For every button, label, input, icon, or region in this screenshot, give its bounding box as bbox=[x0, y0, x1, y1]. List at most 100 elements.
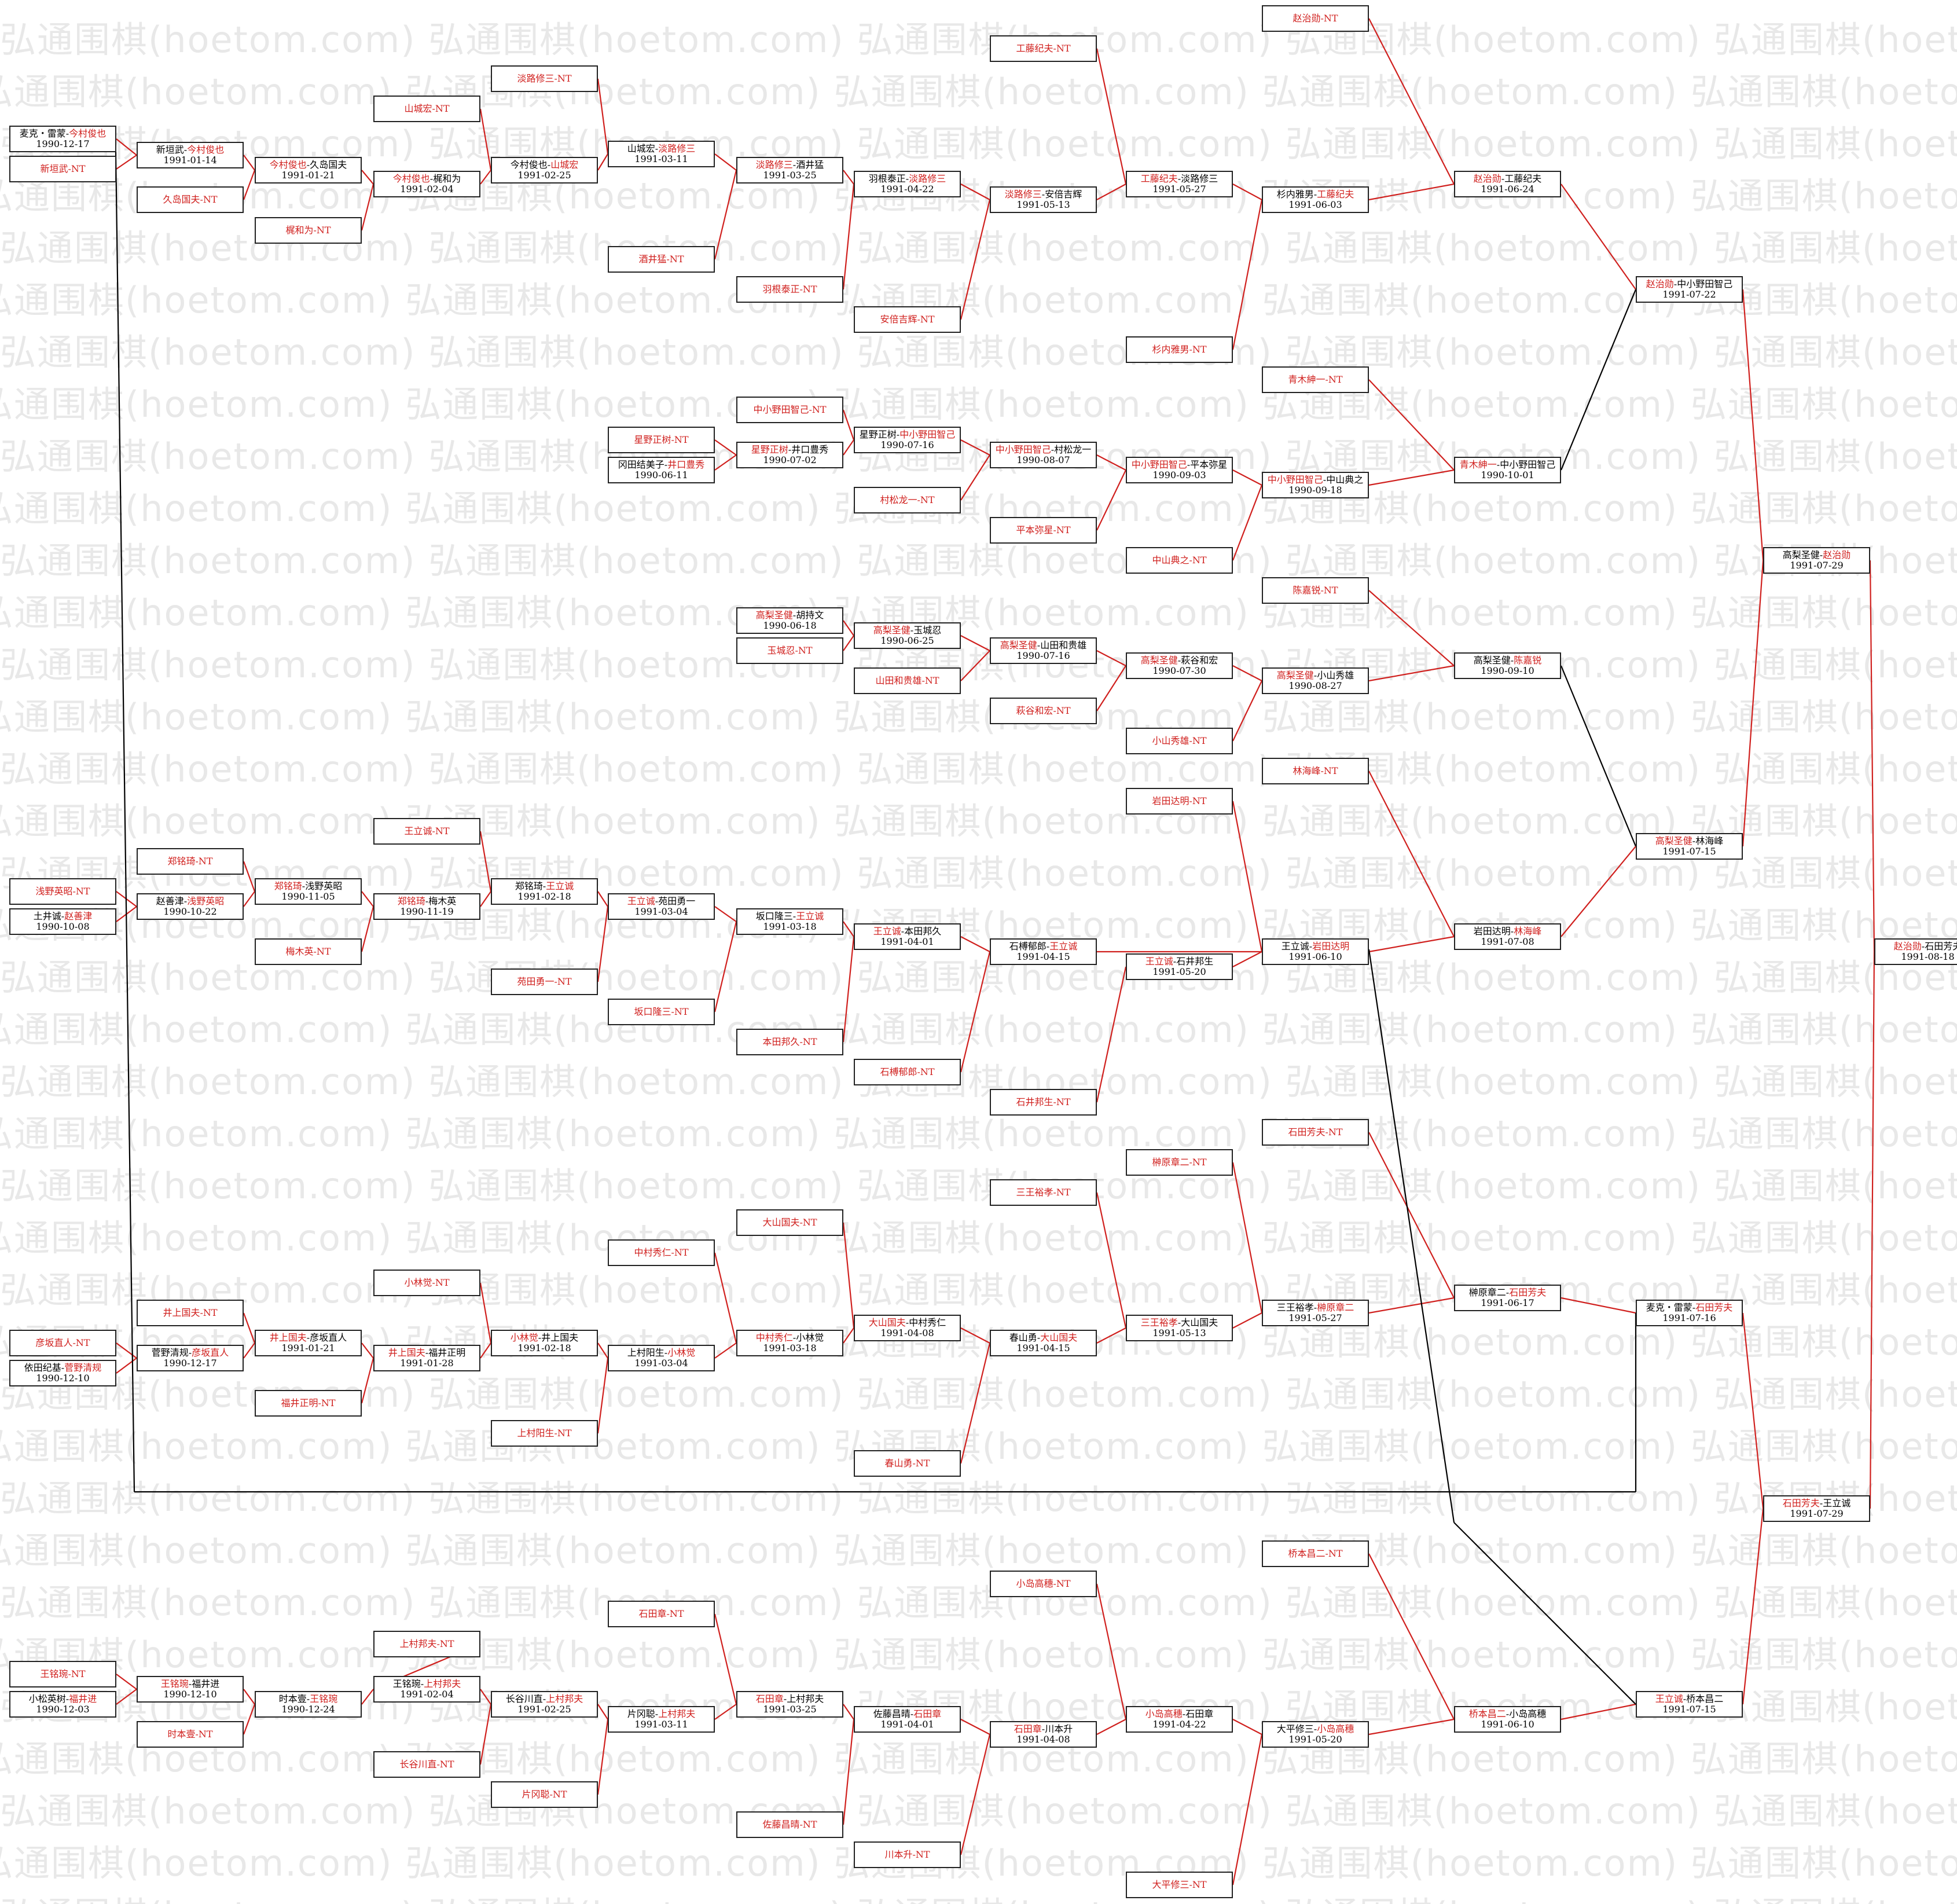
bracket-link bbox=[597, 1358, 609, 1434]
match-players: 小林觉-井上国夫 bbox=[492, 1331, 597, 1343]
bracket-link bbox=[1232, 184, 1262, 200]
match-players: 菅野清规-彦坂直人 bbox=[138, 1347, 243, 1358]
player-name-highlight: 山城宏-NT bbox=[404, 102, 450, 114]
player-name-highlight: 赵治勋 bbox=[1646, 278, 1674, 289]
match-date: 1991-04-15 bbox=[1016, 951, 1070, 962]
player-name: -小林觉 bbox=[792, 1331, 824, 1343]
player-name-highlight: 中小野田智己 bbox=[1131, 458, 1187, 470]
bracket-link bbox=[1742, 289, 1764, 561]
bracket-link bbox=[116, 1342, 137, 1359]
match-date: 1991-07-15 bbox=[1662, 1704, 1716, 1715]
match-node: 片冈聪-NT bbox=[491, 1781, 598, 1808]
match-date: 1991-02-25 bbox=[517, 1704, 571, 1715]
match-date: 1991-03-11 bbox=[634, 1719, 688, 1730]
match-node: 赵治勋-NT bbox=[1262, 5, 1369, 32]
match-date: 1990-06-25 bbox=[880, 635, 934, 646]
match-date: 1991-05-13 bbox=[1016, 199, 1070, 210]
bracket-link bbox=[1561, 846, 1636, 937]
match-players: 本田邦久-NT bbox=[737, 1036, 842, 1047]
match-date: 1990-07-16 bbox=[1016, 650, 1070, 661]
match-date: 1991-05-20 bbox=[1152, 966, 1206, 977]
bracket-link bbox=[843, 439, 854, 456]
bracket-link bbox=[1368, 1132, 1455, 1298]
player-name-highlight: 玉城忍-NT bbox=[767, 644, 813, 656]
match-players: 王铭琬-NT bbox=[10, 1668, 115, 1679]
player-name-highlight: 上村阳生-NT bbox=[517, 1427, 572, 1439]
match-players: 中小野田智己-村松龙一 bbox=[991, 443, 1096, 455]
player-name-highlight: 中小野田智己-NT bbox=[753, 403, 827, 415]
match-node: 石田芳夫-NT bbox=[1262, 1119, 1369, 1146]
match-players: 冈田结美子-井口豊秀 bbox=[609, 459, 714, 470]
bracket-link bbox=[714, 906, 737, 922]
match-players: 王立诚-石井邦生 bbox=[1127, 956, 1232, 967]
bracket-link bbox=[1232, 680, 1262, 742]
bracket-link bbox=[1232, 485, 1263, 561]
player-name-highlight: 今村俊也 bbox=[69, 127, 107, 139]
player-name: -山田和贵雄 bbox=[1037, 639, 1087, 651]
match-date: 1991-02-25 bbox=[517, 170, 571, 181]
player-name-highlight: 安倍吉辉-NT bbox=[880, 313, 935, 325]
bracket-link bbox=[243, 170, 256, 200]
player-name-highlight: 今村俊也 bbox=[269, 159, 307, 170]
bracket-link bbox=[842, 1719, 855, 1825]
match-node: 萩谷和宏-NT bbox=[990, 698, 1097, 724]
match-date: 1991-07-29 bbox=[1790, 1508, 1844, 1519]
bracket-link bbox=[1096, 1327, 1126, 1344]
player-name-highlight: 林海峰 bbox=[1514, 925, 1542, 937]
match-node: 村松龙一-NT bbox=[854, 487, 961, 513]
player-name-highlight: 石田章-NT bbox=[638, 1608, 684, 1619]
player-name: -村松龙一 bbox=[1051, 443, 1092, 455]
player-name: -玉城忍 bbox=[910, 624, 942, 636]
bracket-link bbox=[1368, 379, 1455, 471]
match-node: 淡路修三-NT bbox=[491, 65, 598, 92]
player-name: 上村阳生- bbox=[627, 1347, 668, 1358]
bracket-link bbox=[116, 1674, 137, 1690]
match-players: 桥本昌二-NT bbox=[1263, 1548, 1368, 1559]
bracket-link bbox=[1232, 469, 1262, 486]
player-name-highlight: 平本弥星-NT bbox=[1016, 524, 1071, 535]
bracket-link bbox=[1096, 1583, 1127, 1720]
match-players: 中小野田智己-中山典之 bbox=[1263, 474, 1368, 485]
bracket-link bbox=[1560, 665, 1637, 847]
match-players: 高梨圣健-陈嘉锐 bbox=[1455, 655, 1560, 666]
match-date: 1991-01-14 bbox=[163, 155, 217, 166]
match-date: 1991-06-10 bbox=[1481, 1719, 1534, 1730]
match-players: 杉内雅男-工藤纪夫 bbox=[1263, 189, 1368, 200]
match-date: 1991-06-17 bbox=[1481, 1297, 1534, 1308]
bracket-link bbox=[480, 1689, 491, 1705]
bracket-link bbox=[1368, 771, 1455, 937]
player-name: -上村邦夫 bbox=[783, 1693, 824, 1704]
bracket-link bbox=[960, 439, 990, 456]
match-players: 赵治勋-工藤纪夫 bbox=[1455, 173, 1560, 184]
bracket-link bbox=[243, 1312, 256, 1344]
match-date: 1990-09-03 bbox=[1152, 469, 1206, 480]
player-name-highlight: 彦坂直人 bbox=[192, 1347, 229, 1358]
bracket-link bbox=[1368, 1553, 1455, 1720]
match-players: 石田章-NT bbox=[609, 1608, 714, 1619]
player-name-highlight: 山田和贵雄-NT bbox=[875, 674, 939, 686]
bracket-link bbox=[960, 1719, 990, 1735]
match-players: 小岛高穗-NT bbox=[991, 1578, 1096, 1589]
match-players: 杉内雅男-NT bbox=[1127, 344, 1232, 355]
bracket-link bbox=[1368, 1718, 1455, 1736]
player-name: -小山秀雄 bbox=[1313, 669, 1354, 681]
player-name: -井上国夫 bbox=[538, 1331, 579, 1343]
player-name: -中小野田智己 bbox=[1496, 458, 1556, 470]
match-players: 三王裕孝-榊原章二 bbox=[1263, 1302, 1368, 1313]
player-name-highlight: 小林觉 bbox=[510, 1331, 538, 1343]
match-players: 高梨圣健-胡持文 bbox=[737, 610, 842, 621]
match-players: 石田章-上村邦夫 bbox=[737, 1693, 842, 1704]
match-date: 1991-01-21 bbox=[281, 170, 335, 181]
bracket-link bbox=[1232, 1312, 1262, 1329]
bracket-link bbox=[1869, 560, 1875, 952]
player-name-highlight: 高梨圣健 bbox=[1000, 639, 1037, 651]
player-name-highlight: 星野正树 bbox=[751, 443, 788, 455]
match-players: 桥本昌二-小岛高穗 bbox=[1455, 1708, 1560, 1719]
bracket-link bbox=[842, 409, 855, 441]
match-players: 郑铭琦-梅木英 bbox=[374, 896, 479, 907]
bracket-link bbox=[960, 1342, 991, 1464]
